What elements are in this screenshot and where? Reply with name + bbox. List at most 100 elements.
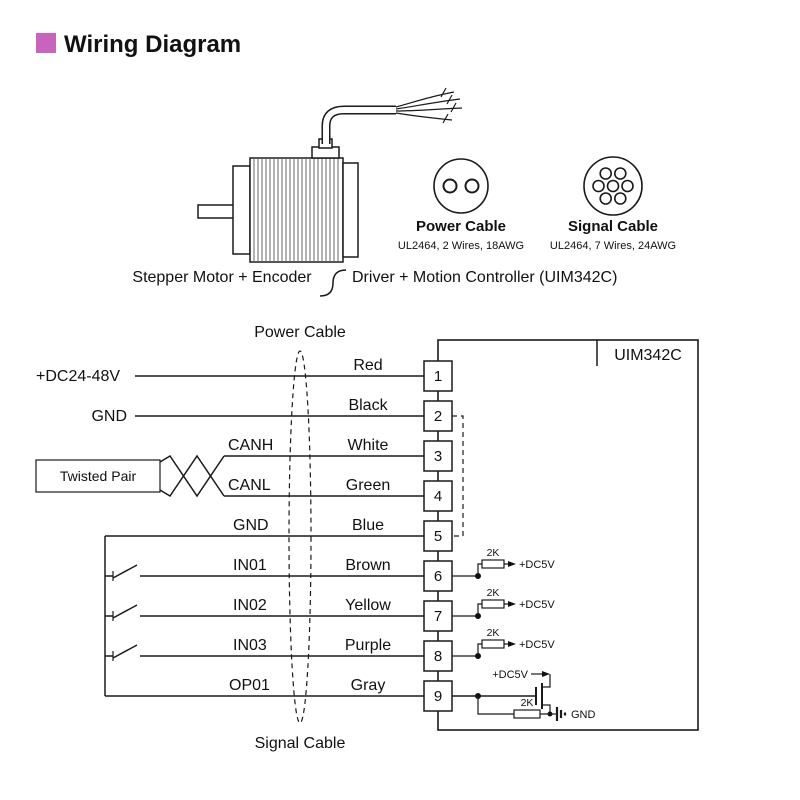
resistor-label: 2K — [521, 697, 534, 709]
signal-pin-icon — [621, 179, 634, 193]
twisted-pair-box — [35, 459, 161, 493]
signal-label: GND — [233, 517, 269, 534]
power-cable-spec: UL2464, 2 Wires, 18AWG — [398, 240, 524, 252]
wire-row-5: GND Blue 5 — [105, 517, 453, 552]
switch-blade-icon — [112, 644, 138, 659]
wire-color-label: Green — [346, 477, 390, 494]
arrow-right-icon — [508, 641, 516, 647]
controller-box: UIM342C — [437, 339, 699, 731]
power-cable-connector: Power Cable UL2464, 2 Wires, 18AWG — [398, 158, 524, 252]
signal-label: GND — [91, 408, 127, 425]
cable-bundle-ellipse — [288, 350, 312, 724]
wire-color-label: Gray — [351, 677, 386, 694]
pin-box — [423, 440, 453, 472]
motor-body — [249, 157, 344, 263]
arrow-right-icon — [508, 561, 516, 567]
wire-color-label: Purple — [345, 637, 391, 654]
signal-cable-title: Signal Cable — [568, 218, 658, 235]
pin-number: 2 — [434, 408, 442, 425]
cable-wires — [395, 87, 463, 124]
pin-number: 5 — [434, 528, 442, 545]
signal-label: OP01 — [229, 677, 270, 694]
pullup-circuit-pin7: 2K +DC5V — [452, 587, 555, 619]
twisted-pair: Twisted Pair — [35, 454, 225, 498]
motor-cable-outline — [321, 105, 396, 144]
signal-label: IN02 — [233, 597, 267, 614]
wire-color-label: Yellow — [345, 597, 391, 614]
switch-blade-icon — [112, 564, 138, 579]
mosfet-drain — [542, 674, 551, 688]
section-captions: Stepper Motor + Encoder Driver + Motion … — [132, 269, 617, 297]
twist-strand-a — [159, 454, 225, 498]
controller-outline — [437, 339, 699, 731]
arrow-right-icon — [508, 601, 516, 607]
power-cable-bundle-label: Power Cable — [254, 324, 346, 341]
wire-color-label: Red — [353, 357, 382, 374]
signal-label: CANH — [228, 437, 273, 454]
power-pin-icon — [442, 178, 458, 194]
supply-label: +DC5V — [519, 599, 555, 611]
motor-cable-core — [323, 107, 396, 144]
supply-label: +DC5V — [492, 669, 528, 681]
section-divider-brace — [319, 269, 347, 297]
pin-number: 4 — [434, 488, 442, 505]
cable-bundle: Power Cable Signal Cable — [254, 324, 346, 752]
motor-flange — [232, 165, 251, 255]
pin-box — [423, 520, 453, 552]
wire-row-3: CANH White 3 — [224, 437, 453, 472]
resistor-label: 2K — [487, 627, 500, 639]
junction-dot — [475, 573, 481, 579]
pin-number: 7 — [434, 608, 442, 625]
motor-encoder-cap — [342, 162, 359, 258]
pin-box — [423, 360, 453, 392]
signal-pin-icon — [613, 167, 627, 180]
resistor-icon — [513, 709, 541, 719]
signal-pin-icon — [613, 192, 627, 205]
pin-number: 8 — [434, 648, 442, 665]
pin-box — [423, 680, 453, 712]
wire-row-7: IN02 Yellow 7 — [105, 597, 453, 632]
signal-label: IN01 — [233, 557, 267, 574]
motor-ribs — [253, 158, 339, 262]
stepper-motor-illustration — [197, 87, 463, 263]
pin-number: 9 — [434, 688, 442, 705]
power-connector-icon — [433, 158, 489, 214]
ground-icon — [555, 707, 567, 721]
junction-dot — [475, 653, 481, 659]
pin-number: 3 — [434, 448, 442, 465]
pin-number: 6 — [434, 568, 442, 585]
twist-strand-b — [159, 454, 225, 498]
signal-pin-icon — [599, 167, 613, 180]
wire-row-8: IN03 Purple 8 — [105, 637, 453, 672]
arrow-right-icon — [542, 671, 550, 677]
resistor-icon — [481, 599, 505, 609]
junction-dot — [475, 613, 481, 619]
motor-shaft — [197, 204, 235, 219]
page-title: Wiring Diagram — [64, 31, 241, 58]
wire-row-4: CANL Green 4 — [224, 477, 453, 512]
pin-box — [423, 480, 453, 512]
page-header: Wiring Diagram — [36, 31, 241, 58]
resistor-label: 2K — [487, 547, 500, 559]
signal-cable-spec: UL2464, 7 Wires, 24AWG — [550, 240, 676, 252]
ground-label: GND — [571, 709, 596, 721]
driver-section-label: Driver + Motion Controller (UIM342C) — [352, 269, 617, 286]
wire-row-1: +DC24-48V Red 1 — [36, 357, 453, 392]
pin-number: 1 — [434, 368, 442, 385]
wire-row-6: IN01 Brown 6 — [105, 557, 453, 592]
signal-cable-bundle-label: Signal Cable — [255, 735, 346, 752]
output-circuit-pin9: 2K +DC5V GND — [475, 669, 596, 721]
supply-label: +DC5V — [519, 639, 555, 651]
signal-pin-icon — [606, 179, 620, 193]
wire-row-9: OP01 Gray 9 — [105, 677, 536, 712]
pullup-circuit-pin8: 2K +DC5V — [452, 627, 555, 659]
gnd-link-dashed — [452, 415, 464, 537]
supply-label: +DC5V — [519, 559, 555, 571]
wire-row-2: GND Black 2 — [91, 397, 453, 432]
wire-color-label: Blue — [352, 517, 384, 534]
signal-pin-icon — [592, 179, 605, 193]
wire-color-label: White — [348, 437, 389, 454]
pin-box — [423, 560, 453, 592]
controller-label: UIM342C — [614, 347, 682, 364]
